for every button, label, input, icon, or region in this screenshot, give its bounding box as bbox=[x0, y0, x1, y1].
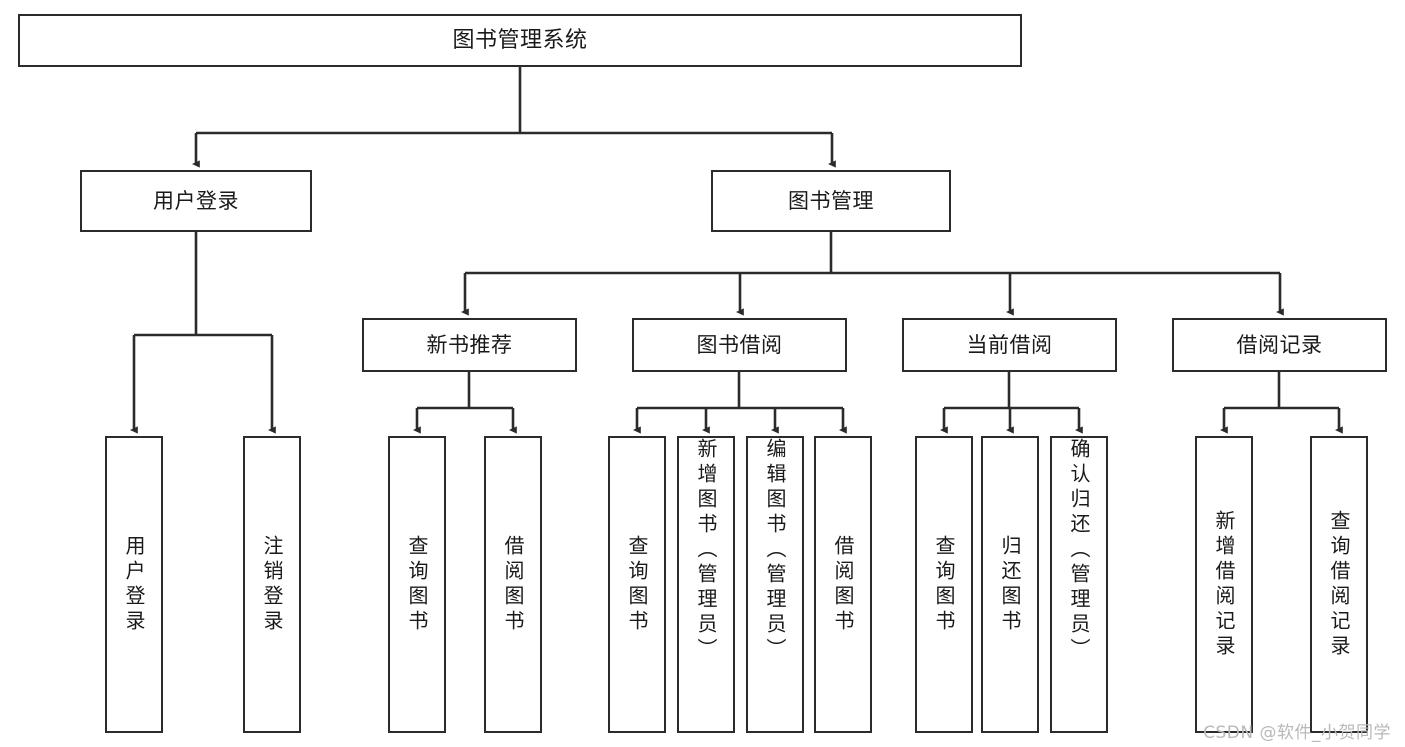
node-label: 新书推荐 bbox=[426, 332, 513, 357]
node-label: 查询图书 bbox=[932, 534, 956, 635]
node-root-system[interactable]: 图书管理系统 bbox=[18, 14, 1022, 67]
node-user-login[interactable]: 用户登录 bbox=[80, 170, 312, 232]
node-leaf-confirm-return-admin[interactable]: 确认归还（管理员） bbox=[1050, 436, 1108, 733]
node-leaf-query-book-3[interactable]: 查询图书 bbox=[915, 436, 973, 733]
node-label: 编辑图书（管理员） bbox=[763, 438, 787, 663]
node-label: 图书管理系统 bbox=[452, 27, 588, 53]
node-leaf-user-login[interactable]: 用户登录 bbox=[105, 436, 163, 733]
node-label: 用户登录 bbox=[153, 188, 239, 213]
node-label: 借阅图书 bbox=[501, 534, 525, 635]
node-leaf-query-book-2[interactable]: 查询图书 bbox=[608, 436, 666, 733]
node-label: 借阅图书 bbox=[831, 534, 855, 635]
node-label: 新增图书（管理员） bbox=[694, 438, 718, 663]
node-label: 归还图书 bbox=[998, 534, 1022, 635]
node-label: 图书管理 bbox=[788, 188, 874, 213]
node-borrow-record[interactable]: 借阅记录 bbox=[1172, 318, 1387, 372]
node-leaf-borrow-book-1[interactable]: 借阅图书 bbox=[484, 436, 542, 733]
node-book-management[interactable]: 图书管理 bbox=[711, 170, 951, 232]
node-label: 用户登录 bbox=[122, 534, 146, 635]
node-book-borrow[interactable]: 图书借阅 bbox=[632, 318, 847, 372]
node-label: 确认归还（管理员） bbox=[1067, 438, 1091, 663]
node-leaf-borrow-book-2[interactable]: 借阅图书 bbox=[814, 436, 872, 733]
node-leaf-query-book-1[interactable]: 查询图书 bbox=[388, 436, 446, 733]
node-leaf-add-book-admin[interactable]: 新增图书（管理员） bbox=[677, 436, 735, 733]
node-label: 图书借阅 bbox=[696, 332, 783, 357]
node-label: 查询图书 bbox=[625, 534, 649, 635]
node-leaf-return-book[interactable]: 归还图书 bbox=[981, 436, 1039, 733]
watermark-text: CSDN @软件_小贺同学 bbox=[1203, 723, 1391, 743]
node-label: 新增借阅记录 bbox=[1212, 509, 1236, 660]
node-label: 查询图书 bbox=[405, 534, 429, 635]
node-current-borrow[interactable]: 当前借阅 bbox=[902, 318, 1117, 372]
node-label: 注销登录 bbox=[260, 534, 284, 635]
node-leaf-logout[interactable]: 注销登录 bbox=[243, 436, 301, 733]
node-label: 查询借阅记录 bbox=[1327, 509, 1351, 660]
node-leaf-edit-book-admin[interactable]: 编辑图书（管理员） bbox=[746, 436, 804, 733]
node-label: 借阅记录 bbox=[1236, 332, 1323, 357]
node-leaf-query-borrow-record[interactable]: 查询借阅记录 bbox=[1310, 436, 1368, 733]
node-label: 当前借阅 bbox=[966, 332, 1053, 357]
node-leaf-add-borrow-record[interactable]: 新增借阅记录 bbox=[1195, 436, 1253, 733]
node-new-book-recommend[interactable]: 新书推荐 bbox=[362, 318, 577, 372]
